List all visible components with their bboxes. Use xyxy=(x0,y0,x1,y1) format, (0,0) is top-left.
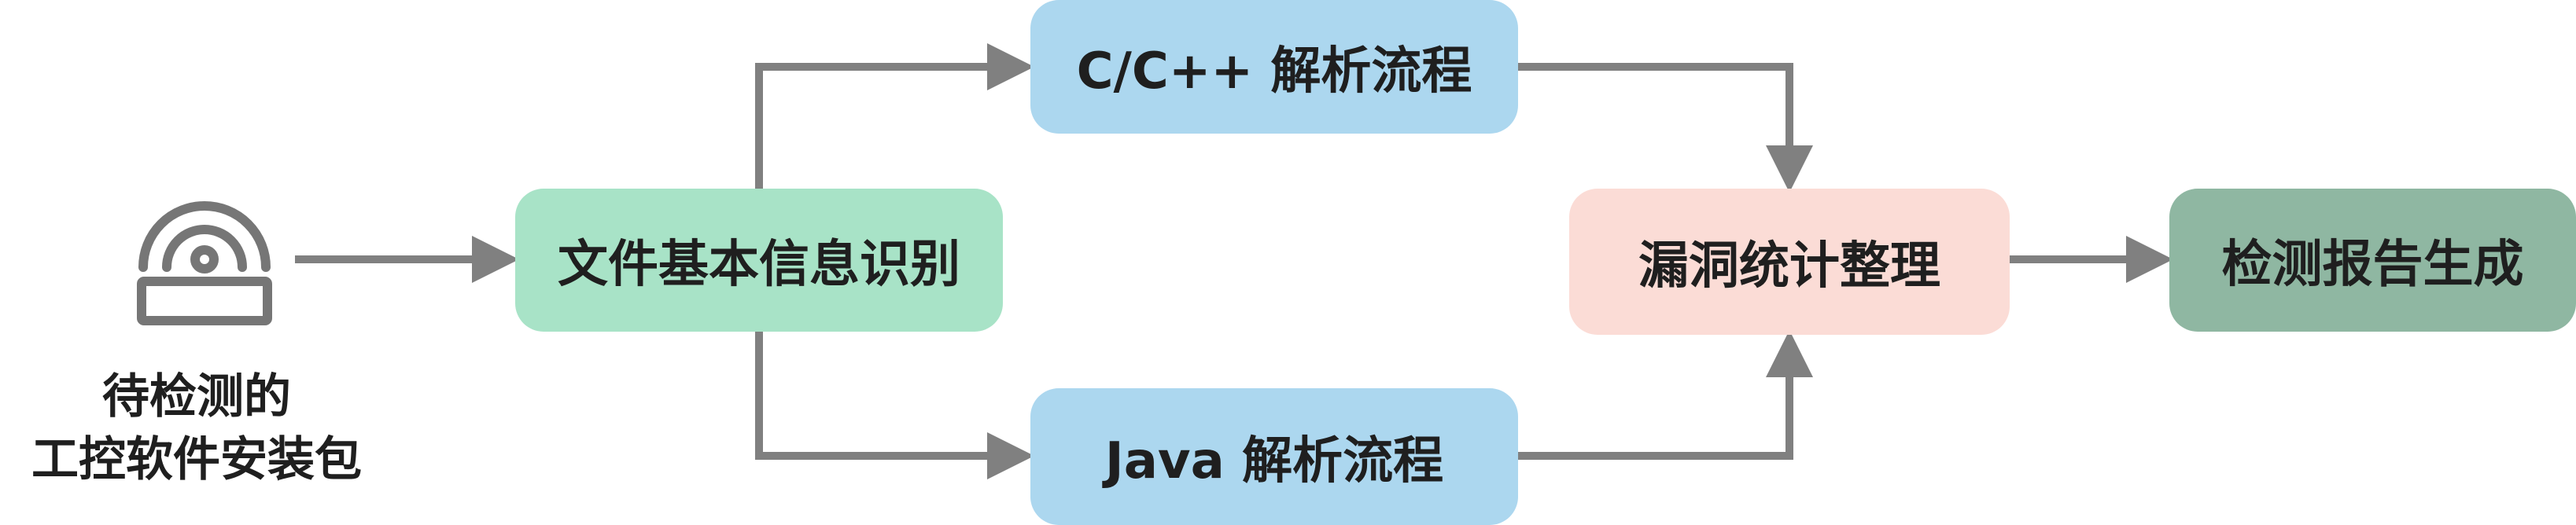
disc-package-icon xyxy=(137,201,272,325)
arrow-java-to-stats xyxy=(1518,330,1813,460)
cpp-analysis-node: C/C++ 解析流程 xyxy=(1030,0,1518,134)
input-label-line1: 待检测的 xyxy=(102,369,291,424)
file-info-identification-node: 文件基本信息识别 xyxy=(515,189,1003,332)
report-generation-node: 检测报告生成 xyxy=(2169,189,2576,332)
vulnerability-stats-node: 漏洞统计整理 xyxy=(1569,189,2010,335)
input-label-line2: 工控软件安装包 xyxy=(31,432,362,487)
arrow-cpp-to-stats xyxy=(1518,63,1813,193)
arrow-identify-to-cpp xyxy=(755,43,1034,189)
arrow-identify-to-java xyxy=(755,332,1034,479)
java-analysis-node: Java 解析流程 xyxy=(1030,388,1518,525)
